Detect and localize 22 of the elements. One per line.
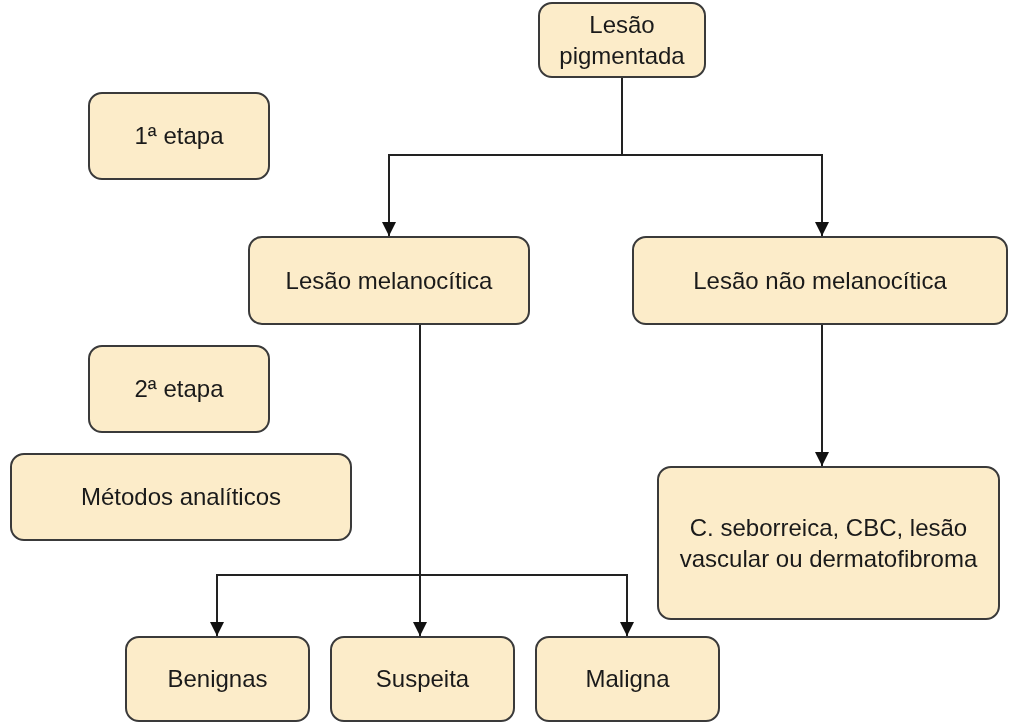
box-label: Benignas [167,664,268,695]
box-label: Suspeita [375,664,470,695]
flow-box [125,636,310,722]
flow-box [632,236,1008,325]
box-label: Métodos analíticos [80,482,282,513]
box-label: 1ª etapa [134,121,224,152]
flow-box [538,2,706,78]
arrow [621,77,829,237]
flow-box [535,636,720,722]
box-label: Lesão não melanocítica [693,265,947,296]
arrow [815,324,829,467]
flow-box [88,345,270,433]
flow-box [248,236,530,325]
box-label: 2ª etapa [134,374,224,405]
flow-box [88,92,270,180]
flow-box [657,466,1000,620]
flow-box [10,453,352,541]
box-label: Lesão pigmentada [558,9,686,71]
box-label: C. seborreica, CBC, lesão vascular ou dermatofibroma [678,512,979,574]
flow-box [330,636,515,722]
box-label: Lesão melanocítica [285,265,493,296]
box-label: Maligna [585,664,670,695]
